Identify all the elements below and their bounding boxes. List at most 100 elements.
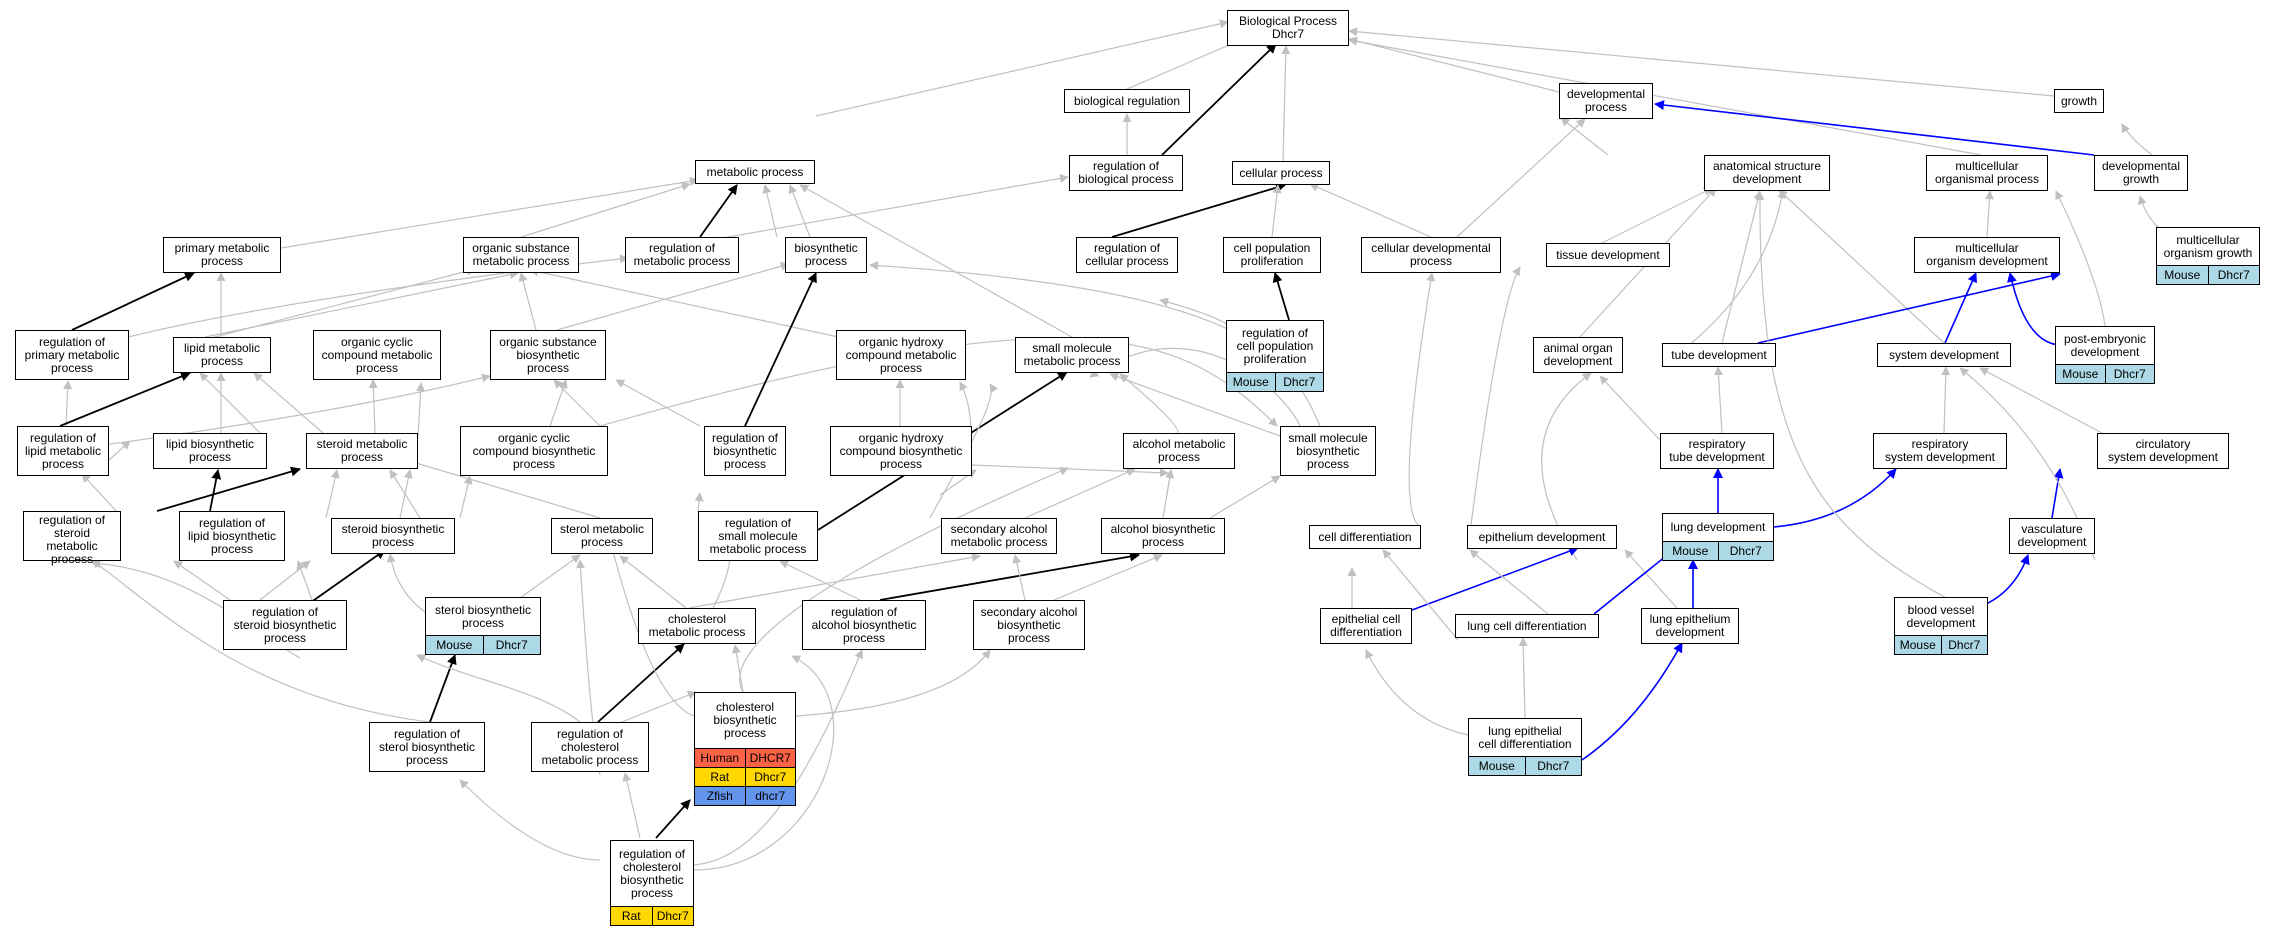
node-lipid-biosynthetic-process[interactable]: lipid biosynthetic process bbox=[153, 433, 267, 469]
node-regulation-of-steroid-biosynthetic-process[interactable]: regulation of steroid biosynthetic proce… bbox=[223, 600, 347, 650]
edge-arrow bbox=[1713, 366, 1723, 434]
node-organic-hydroxy-compound-biosynthetic-process[interactable]: organic hydroxy compound biosynthetic pr… bbox=[830, 426, 972, 476]
node-alcohol-metabolic-process[interactable]: alcohol metabolic process bbox=[1123, 433, 1235, 469]
node-organic-cyclic-compound-metabolic-process[interactable]: organic cyclic compound metabolic proces… bbox=[313, 330, 441, 380]
node-cell-population-proliferation[interactable]: cell population proliferation bbox=[1223, 237, 1321, 273]
node-epithelium-development[interactable]: epithelium development bbox=[1467, 525, 1617, 549]
node-developmental-process[interactable]: developmental process bbox=[1559, 83, 1653, 119]
edge-arrow bbox=[280, 176, 699, 249]
node-small-molecule-metabolic-process[interactable]: small molecule metabolic process bbox=[1015, 337, 1129, 373]
node-biological-process[interactable]: Biological Process Dhcr7 bbox=[1227, 10, 1349, 46]
species-name: Mouse bbox=[2062, 366, 2099, 381]
gene-symbol: Dhcr7 bbox=[2207, 266, 2260, 284]
node-lung-cell-differentiation[interactable]: lung cell differentiation bbox=[1455, 614, 1599, 638]
node-cholesterol-metabolic-process[interactable]: cholesterol metabolic process bbox=[638, 608, 756, 644]
node-organic-cyclic-compound-biosynthetic-process[interactable]: organic cyclic compound biosynthetic pro… bbox=[460, 426, 608, 476]
node-circulatory-system-development[interactable]: circulatory system development bbox=[2097, 433, 2229, 469]
edge-arrow bbox=[1109, 372, 1281, 437]
edge-arrow bbox=[1984, 190, 1994, 238]
node-regulation-of-cholesterol-metabolic-process[interactable]: regulation of cholesterol metabolic proc… bbox=[531, 722, 649, 772]
edge-arrow bbox=[1365, 649, 1469, 736]
node-multicellular-organism-development[interactable]: multicellular organism development bbox=[1914, 237, 2060, 273]
edge-arrow bbox=[2121, 123, 2153, 156]
node-regulation-of-metabolic-process[interactable]: regulation of metabolic process bbox=[625, 237, 739, 273]
node-developmental-growth[interactable]: developmental growth bbox=[2094, 155, 2188, 191]
node-cellular-process[interactable]: cellular process bbox=[1232, 161, 1330, 185]
node-metabolic-process[interactable]: metabolic process bbox=[695, 160, 815, 184]
node-regulation-of-cholesterol-biosynthetic-process[interactable]: regulation of cholesterol biosynthetic p… bbox=[610, 840, 694, 926]
node-system-development[interactable]: system development bbox=[1877, 343, 2011, 367]
node-regulation-of-sterol-biosynthetic-process[interactable]: regulation of sterol biosynthetic proces… bbox=[369, 722, 485, 772]
node-regulation-of-cell-population-proliferation[interactable]: regulation of cell population proliferat… bbox=[1226, 320, 1324, 392]
node-animal-organ-development[interactable]: animal organ development bbox=[1533, 337, 1623, 373]
edge-arrow bbox=[1587, 187, 1713, 251]
gene-symbol: Dhcr7 bbox=[744, 768, 796, 786]
node-secondary-alcohol-metabolic-process[interactable]: secondary alcohol metabolic process bbox=[941, 518, 1057, 554]
node-respiratory-tube-development[interactable]: respiratory tube development bbox=[1660, 433, 1774, 469]
node-regulation-of-biological-process[interactable]: regulation of biological process bbox=[1069, 155, 1183, 191]
edge-arrow bbox=[699, 184, 738, 238]
edge-arrow bbox=[1111, 182, 1286, 238]
node-organic-hydroxy-compound-metabolic-process[interactable]: organic hydroxy compound metabolic proce… bbox=[836, 330, 966, 380]
node-secondary-alcohol-biosynthetic-process[interactable]: secondary alcohol biosynthetic process bbox=[973, 600, 1085, 650]
edge-arrow bbox=[795, 649, 991, 717]
node-biosynthetic-process[interactable]: biosynthetic process bbox=[785, 237, 867, 273]
node-small-molecule-biosynthetic-process[interactable]: small molecule biosynthetic process bbox=[1280, 426, 1376, 476]
node-organic-substance-metabolic-process[interactable]: organic substance metabolic process bbox=[463, 237, 579, 273]
edge-arrow bbox=[597, 643, 685, 723]
edge-arrow bbox=[519, 554, 581, 599]
edge-arrow bbox=[1408, 272, 1436, 526]
node-organic-substance-biosynthetic-process[interactable]: organic substance biosynthetic process bbox=[490, 330, 606, 380]
node-regulation-of-lipid-biosynthetic-process[interactable]: regulation of lipid biosynthetic process bbox=[179, 511, 285, 561]
species-name: Mouse bbox=[1232, 374, 1269, 389]
node-biological-regulation[interactable]: biological regulation bbox=[1064, 89, 1190, 113]
node-respiratory-system-development[interactable]: respiratory system development bbox=[1873, 433, 2007, 469]
node-cellular-developmental-process[interactable]: cellular developmental process bbox=[1361, 237, 1501, 273]
node-epithelial-cell-differentiation[interactable]: epithelial cell differentiation bbox=[1320, 608, 1412, 644]
node-tissue-development[interactable]: tissue development bbox=[1546, 243, 1670, 267]
node-steroid-biosynthetic-process[interactable]: steroid biosynthetic process bbox=[331, 518, 455, 554]
node-primary-metabolic-process[interactable]: primary metabolic process bbox=[163, 237, 281, 273]
species-name: Rat bbox=[710, 769, 730, 784]
node-regulation-of-steroid-metabolic-process[interactable]: regulation of steroid metabolic process bbox=[23, 511, 121, 566]
edge-arrow bbox=[1053, 553, 1163, 601]
edge-arrow bbox=[549, 379, 568, 427]
node-lipid-metabolic-process[interactable]: lipid metabolic process bbox=[173, 337, 271, 373]
gene-symbol: Dhcr7 bbox=[651, 907, 694, 925]
edge-arrow bbox=[259, 560, 311, 601]
edge-arrow bbox=[1348, 36, 1560, 93]
edge-arrow bbox=[1348, 27, 2055, 97]
edge-arrow bbox=[529, 267, 867, 344]
node-regulation-of-primary-metabolic-process[interactable]: regulation of primary metabolic process bbox=[15, 330, 129, 380]
edge-arrow bbox=[1669, 189, 1787, 361]
node-regulation-of-small-molecule-metabolic-process[interactable]: regulation of small molecule metabolic p… bbox=[698, 511, 818, 561]
node-anatomical-structure-development[interactable]: anatomical structure development bbox=[1704, 155, 1830, 191]
node-growth[interactable]: growth bbox=[2054, 89, 2104, 113]
node-multicellular-organismal-process[interactable]: multicellular organismal process bbox=[1926, 155, 2048, 191]
edge-arrow bbox=[520, 182, 691, 238]
node-steroid-metabolic-process[interactable]: steroid metabolic process bbox=[306, 433, 418, 469]
node-tube-development[interactable]: tube development bbox=[1662, 343, 1776, 367]
node-regulation-of-lipid-metabolic-process[interactable]: regulation of lipid metabolic process bbox=[17, 426, 109, 476]
node-regulation-of-cellular-process[interactable]: regulation of cellular process bbox=[1076, 237, 1178, 273]
node-alcohol-biosynthetic-process[interactable]: alcohol biosynthetic process bbox=[1101, 518, 1225, 554]
edge-arrow bbox=[1411, 546, 1579, 611]
edge-arrow bbox=[694, 492, 704, 512]
edge-arrow bbox=[1024, 468, 1136, 519]
node-regulation-of-alcohol-biosynthetic-process[interactable]: regulation of alcohol biosynthetic proce… bbox=[802, 600, 926, 650]
node-vasculature-development[interactable]: vasculature development bbox=[2009, 518, 2095, 554]
node-lung-epithelium-development[interactable]: lung epithelium development bbox=[1641, 608, 1739, 644]
node-cell-differentiation[interactable]: cell differentiation bbox=[1309, 525, 1421, 549]
node-regulation-of-biosynthetic-process[interactable]: regulation of biosynthetic process bbox=[704, 426, 786, 476]
node-sterol-metabolic-process[interactable]: sterol metabolic process bbox=[551, 518, 653, 554]
